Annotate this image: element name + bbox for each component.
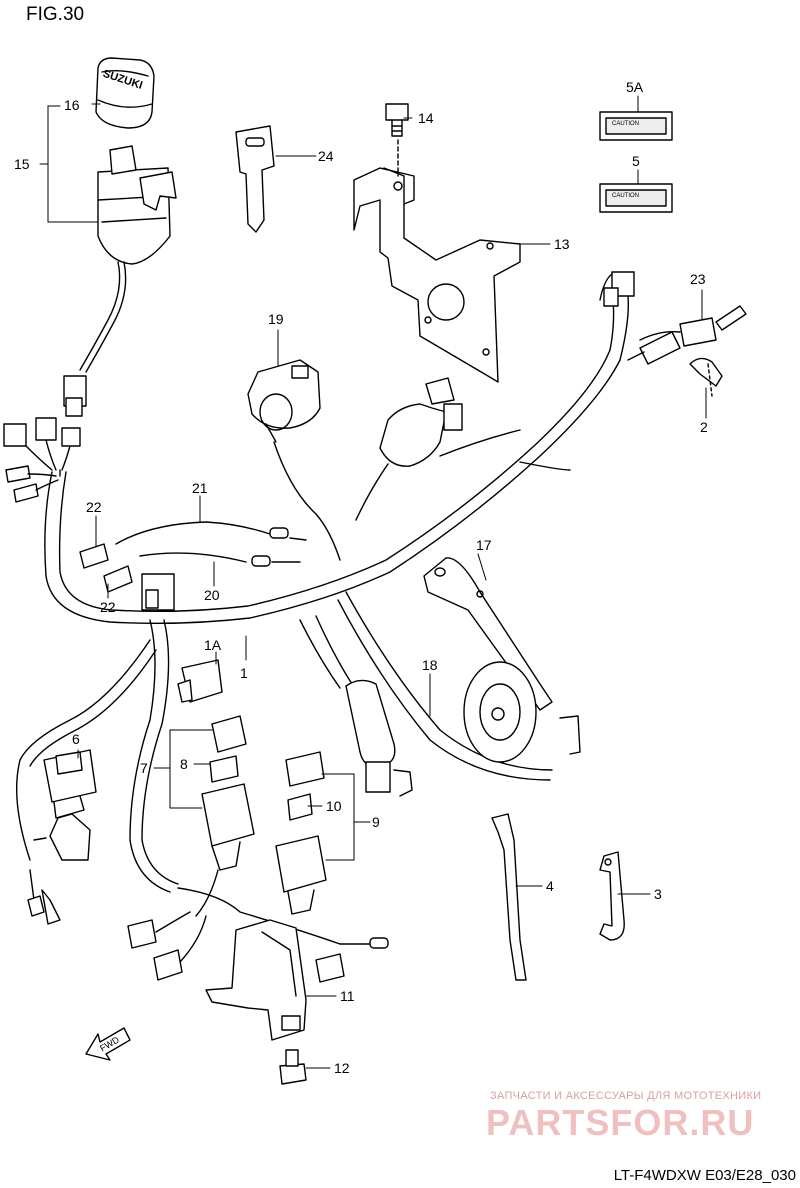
leader-lines (39, 95, 707, 1069)
caution-label-5a-text: CAUTION (612, 121, 639, 127)
switch-19-part (247, 359, 341, 561)
callout-13: 13 (554, 236, 570, 252)
fuse-holder-9-part (275, 751, 327, 915)
callout-17: 17 (476, 537, 492, 553)
bracket-11-part (205, 919, 307, 1041)
callout-3: 3 (654, 886, 662, 902)
main-harness-part (15, 273, 629, 945)
caution-label-5-text: CAUTION (612, 193, 639, 199)
center-relay-part (355, 377, 463, 521)
figure-code: LT-F4WDXW E03/E28_030 (613, 1167, 796, 1184)
lead-wire-21-part (115, 521, 307, 545)
horn-part (463, 661, 581, 763)
bolt-12-part (279, 1049, 307, 1085)
callout-14: 14 (418, 110, 434, 126)
callout-8: 8 (180, 756, 188, 772)
relay-6-part (27, 749, 97, 925)
clamp-2-part (689, 357, 723, 397)
ignition-switch-part (79, 145, 177, 373)
callout-16: 16 (64, 97, 80, 113)
left-connector-cluster (3, 375, 87, 503)
tie-strap-4-part (491, 813, 527, 981)
caution-label-5a-part: CAUTION (599, 111, 673, 141)
callout-5: 5 (632, 153, 640, 169)
fwd-arrow: FWD (85, 1027, 131, 1061)
connector-22a-part (79, 543, 109, 569)
callout-7: 7 (140, 760, 148, 776)
socket-23-part (603, 271, 747, 365)
relay-1a-part (177, 659, 223, 703)
lead-wire-20-part (139, 552, 301, 567)
condenser-part (345, 679, 413, 797)
watermark-logo: PARTSFOR.RU (486, 1102, 755, 1143)
fuse-holder-7-part (195, 715, 255, 917)
callout-18: 18 (422, 657, 438, 673)
ignition-cap-part: SUZUKI (95, 57, 155, 129)
harness-connector-part (141, 573, 175, 611)
callout-10: 10 (326, 798, 342, 814)
callout-4: 4 (546, 878, 554, 894)
callout-19: 19 (268, 311, 284, 327)
callout-1: 1 (240, 665, 248, 681)
watermark-tagline: ЗАПЧАСТИ И АКСЕССУАРЫ ДЛЯ МОТОТЕХНИКИ (490, 1090, 762, 1102)
callout-6: 6 (72, 731, 80, 747)
clamp-3-part (599, 851, 625, 941)
callout-2: 2 (700, 419, 708, 435)
callout-21: 21 (192, 480, 208, 496)
callout-20: 20 (204, 587, 220, 603)
callout-23: 23 (690, 271, 706, 287)
callout-1a: 1A (204, 637, 222, 653)
connector-22b-part (103, 565, 133, 593)
callout-24: 24 (318, 148, 334, 164)
figure-title: FIG.30 (26, 4, 85, 25)
callout-11: 11 (340, 988, 355, 1004)
callout-labels: 1 1A 2 3 4 5 5A 6 7 8 9 10 11 12 13 14 1… (14, 79, 708, 1076)
key-24-part (235, 125, 275, 233)
bolt-14-part (385, 103, 409, 137)
callout-22-upper: 22 (86, 499, 102, 515)
lower-connector-cluster (127, 911, 389, 983)
callout-12: 12 (334, 1060, 350, 1076)
callout-15: 15 (14, 156, 30, 172)
caution-label-5-part: CAUTION (599, 183, 673, 213)
callout-9: 9 (372, 814, 380, 830)
callout-22-lower: 22 (100, 599, 116, 615)
bracket-13-part (353, 139, 521, 383)
callout-5a: 5A (626, 79, 644, 95)
